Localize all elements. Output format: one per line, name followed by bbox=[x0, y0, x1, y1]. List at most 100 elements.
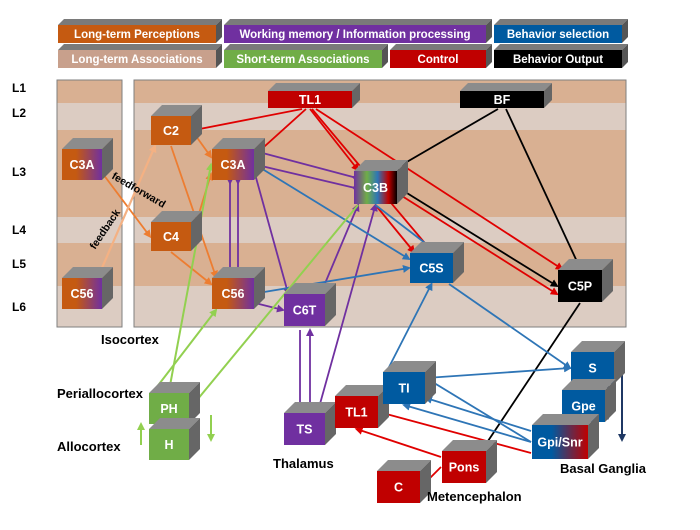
layer-label-L6: L6 bbox=[12, 300, 26, 314]
node-side bbox=[486, 440, 497, 483]
node-ts: TS bbox=[284, 402, 336, 445]
node-face bbox=[410, 253, 453, 283]
arrow-red bbox=[354, 427, 442, 458]
legend-item-lt-associations: Long-term Associations bbox=[58, 44, 222, 68]
node-label: C56 bbox=[222, 287, 245, 301]
node-label: S bbox=[588, 362, 596, 376]
arrow-blue bbox=[424, 395, 532, 432]
node-pons: Pons bbox=[442, 440, 497, 483]
node-face bbox=[62, 149, 102, 180]
node-face bbox=[284, 413, 325, 445]
arrow-green bbox=[188, 204, 359, 411]
label-periallocortex: Periallocortex bbox=[57, 386, 144, 401]
node-top bbox=[212, 267, 265, 278]
legend-box-side bbox=[622, 19, 628, 43]
arrow-black bbox=[505, 108, 582, 270]
layer-label-L4: L4 bbox=[12, 223, 26, 237]
node-label: C4 bbox=[163, 230, 179, 244]
node-label: C3B bbox=[363, 181, 388, 195]
node-s: S bbox=[571, 341, 625, 384]
node-c2: C2 bbox=[151, 105, 202, 145]
node-face bbox=[377, 471, 420, 503]
legend-box-top bbox=[58, 44, 222, 50]
layer-band bbox=[57, 80, 122, 103]
arrow-blue bbox=[254, 163, 411, 261]
node-c5p: C5P bbox=[558, 259, 613, 302]
legend-box-side bbox=[622, 44, 628, 68]
node-face bbox=[571, 352, 614, 384]
node-side bbox=[189, 382, 200, 424]
node-face bbox=[532, 425, 588, 459]
node-tl1c: TL1 bbox=[268, 83, 360, 108]
layer-label-L5: L5 bbox=[12, 257, 26, 271]
legend-item-behavior-output: Behavior Output bbox=[494, 44, 628, 68]
node-side bbox=[254, 138, 265, 180]
arrow-blue bbox=[402, 402, 532, 443]
node-side bbox=[325, 283, 336, 326]
legend-item-lt-perceptions: Long-term Perceptions bbox=[58, 19, 222, 43]
node-side bbox=[602, 259, 613, 302]
node-label: C3A bbox=[220, 158, 245, 172]
node-face bbox=[354, 171, 397, 204]
layer-band bbox=[134, 103, 626, 130]
node-top bbox=[460, 83, 552, 91]
legend-box-side bbox=[216, 44, 222, 68]
arrow-blue bbox=[424, 376, 532, 443]
node-top bbox=[442, 440, 497, 451]
node-label: C56 bbox=[71, 287, 94, 301]
node-side bbox=[102, 138, 113, 180]
node-label: Gpi/Snr bbox=[537, 436, 582, 450]
node-side bbox=[420, 460, 431, 503]
legend-box-face bbox=[390, 50, 486, 68]
legend-box-face bbox=[224, 50, 382, 68]
layer-band bbox=[57, 217, 122, 243]
panel-border bbox=[133, 79, 627, 328]
arrow-purple bbox=[253, 161, 360, 193]
node-top bbox=[62, 138, 113, 149]
node-bf: BF bbox=[460, 83, 552, 108]
node-c3a: C3A bbox=[212, 138, 265, 180]
node-label: TL1 bbox=[345, 406, 367, 420]
legend-item-behavior-selection: Behavior selection bbox=[494, 19, 628, 43]
legend-label: Behavior selection bbox=[507, 29, 609, 41]
legend-item-st-associations: Short-term Associations bbox=[224, 44, 388, 68]
node-h: H bbox=[149, 418, 200, 460]
node-side bbox=[352, 83, 360, 108]
node-side bbox=[425, 361, 436, 404]
node-c3b: C3B bbox=[354, 160, 408, 204]
panel-border bbox=[56, 79, 123, 328]
node-face bbox=[383, 372, 425, 404]
node-top bbox=[268, 83, 360, 91]
legend-box-top bbox=[58, 19, 222, 25]
node-label: TS bbox=[297, 423, 313, 437]
arrow-purple bbox=[317, 203, 378, 412]
legend-item-control: Control bbox=[390, 44, 492, 68]
legend-box-face bbox=[58, 50, 216, 68]
arrow-purple bbox=[320, 203, 360, 294]
node-c6t: C6T bbox=[284, 283, 336, 326]
node-side bbox=[189, 418, 200, 460]
arrow-red bbox=[377, 409, 532, 454]
node-side bbox=[614, 341, 625, 384]
node-side bbox=[102, 267, 113, 309]
arrow-blue bbox=[448, 283, 572, 370]
node-c4: C4 bbox=[151, 211, 202, 251]
label-basal-ganglia: Basal Ganglia bbox=[560, 461, 647, 476]
arrow-peach bbox=[96, 144, 157, 278]
node-top bbox=[149, 418, 200, 429]
arrow-black bbox=[480, 302, 581, 452]
arrow-green bbox=[152, 308, 218, 393]
legend-box-top bbox=[390, 44, 492, 50]
node-label: C6T bbox=[293, 304, 317, 318]
arrow-red bbox=[397, 192, 559, 296]
node-label: BF bbox=[494, 93, 511, 107]
arrow-green bbox=[168, 162, 214, 392]
node-side bbox=[544, 83, 552, 108]
node-top bbox=[558, 259, 613, 270]
layer-label-L1: L1 bbox=[12, 81, 26, 95]
node-label: Pons bbox=[449, 461, 480, 475]
node-ph: PH bbox=[149, 382, 200, 424]
node-side bbox=[254, 267, 265, 309]
node-side bbox=[397, 160, 408, 204]
